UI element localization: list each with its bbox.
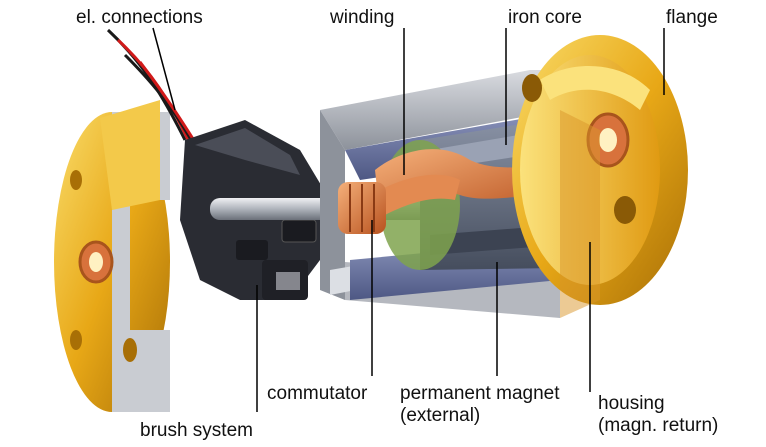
right-flange [512,35,688,318]
label-el-connections: el. connections [76,7,203,28]
label-permanent-magnet-line1: permanent magnet [400,383,560,404]
label-permanent-magnet: permanent magnet (external) [400,383,560,427]
winding [375,149,560,215]
label-permanent-magnet-line2: (external) [400,405,481,426]
label-commutator: commutator [267,383,368,404]
label-flange: flange [666,7,718,28]
leader-lines [152,27,665,412]
label-winding: winding [330,7,395,28]
label-brush-system: brush system [140,420,253,441]
commutator [338,182,386,234]
label-housing-line2: (magn. return) [598,415,719,436]
left-flange [54,100,170,412]
label-housing-line1: housing [598,393,665,414]
label-housing: housing (magn. return) [598,393,718,437]
label-iron-core: iron core [508,7,582,28]
